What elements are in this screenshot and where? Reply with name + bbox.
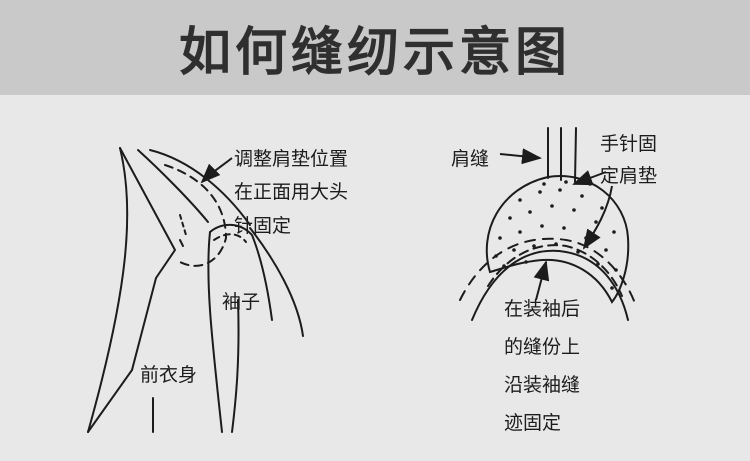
shoulder-pad-dots [494,180,618,290]
right-shoulder-pad-figure [459,127,637,321]
pad-dot [502,264,506,268]
left-garment-figure [87,147,304,433]
seam-allowance-line-2: 的缝份上 [504,336,580,358]
shoulder-pad-dashed [164,164,227,267]
seam-allowance-line-3: 沿装袖缝 [504,374,580,396]
sleeve-label: 袖子 [222,291,260,313]
diagram-area: 调整肩垫位置 在正面用大头 针固定 袖子 前衣身 肩缝 手针固 定肩垫 在装袖后… [0,95,750,461]
pad-dot [524,260,528,264]
side-seam-right [231,299,240,433]
sewing-diagram-svg: 调整肩垫位置 在正面用大头 针固定 袖子 前衣身 肩缝 手针固 定肩垫 在装袖后… [87,127,657,434]
sleeve-curve-inner [459,237,637,307]
left-note-line-3: 针固定 [234,215,291,237]
pad-dot [554,242,558,246]
collar-line [137,149,209,223]
title-bar: 如何缝纫示意图 [0,0,750,95]
pad-dot [588,182,592,186]
pad-dot [512,248,516,252]
pad-dot [558,188,562,192]
pad-dot [594,220,598,224]
pad-fix-arrow [582,185,613,250]
sleeve-cap [209,223,273,321]
shoulder-pad-outline [485,175,630,304]
pad-dot [562,226,566,230]
sleeve-curve-outer [471,249,629,321]
pad-dot [540,224,544,228]
pad-dot [610,286,614,290]
seam-allowance-arrow [533,260,550,301]
hand-stitch-line-1: 手针固 [600,133,657,155]
sleeve-front-edge [207,231,223,433]
seam-allowance-line-4: 迹固定 [504,412,561,434]
pad-dot [528,210,532,214]
front-body-outline [87,147,129,433]
page-title: 如何缝纫示意图 [178,23,571,83]
pad-dot [576,250,580,254]
pad-dot [580,194,584,198]
pad-dot [604,248,608,252]
left-note-line-2: 在正面用大头 [234,181,348,203]
hand-stitch-arrow [572,170,607,186]
shoulder-seam-label: 肩缝 [451,148,489,170]
hand-stitch-line-2: 定肩垫 [600,165,657,187]
pad-dot [612,230,616,234]
pin-arrow-mark [179,239,184,247]
pad-dot [614,268,618,272]
sleeve-back-edge [249,227,304,337]
pad-dot [542,182,546,186]
left-note-arrow [200,157,233,184]
pad-dot [572,208,576,212]
shoulder-seam-arrow [499,148,542,165]
pad-dot [508,216,512,220]
armhole-dash [179,214,187,236]
lapel-outline [87,147,176,433]
pad-dot [532,244,536,248]
pad-dot [498,236,502,240]
pad-dot [518,230,522,234]
seam-allowance-line-1: 在装袖后 [504,298,580,320]
pad-dot [518,198,522,202]
pad-dot [538,190,542,194]
pad-dot [564,180,568,184]
front-body-label: 前衣身 [140,364,197,386]
pad-dot [550,204,554,208]
pad-dot [596,262,600,266]
pad-dot [584,236,588,240]
left-note-line-1: 调整肩垫位置 [234,148,348,170]
pad-dot [494,254,498,258]
pad-dot [600,206,604,210]
shoulder-seam-line-3 [574,127,577,183]
seam-allowance-dashed [487,244,623,297]
sleeve-cap-inner [213,233,247,243]
